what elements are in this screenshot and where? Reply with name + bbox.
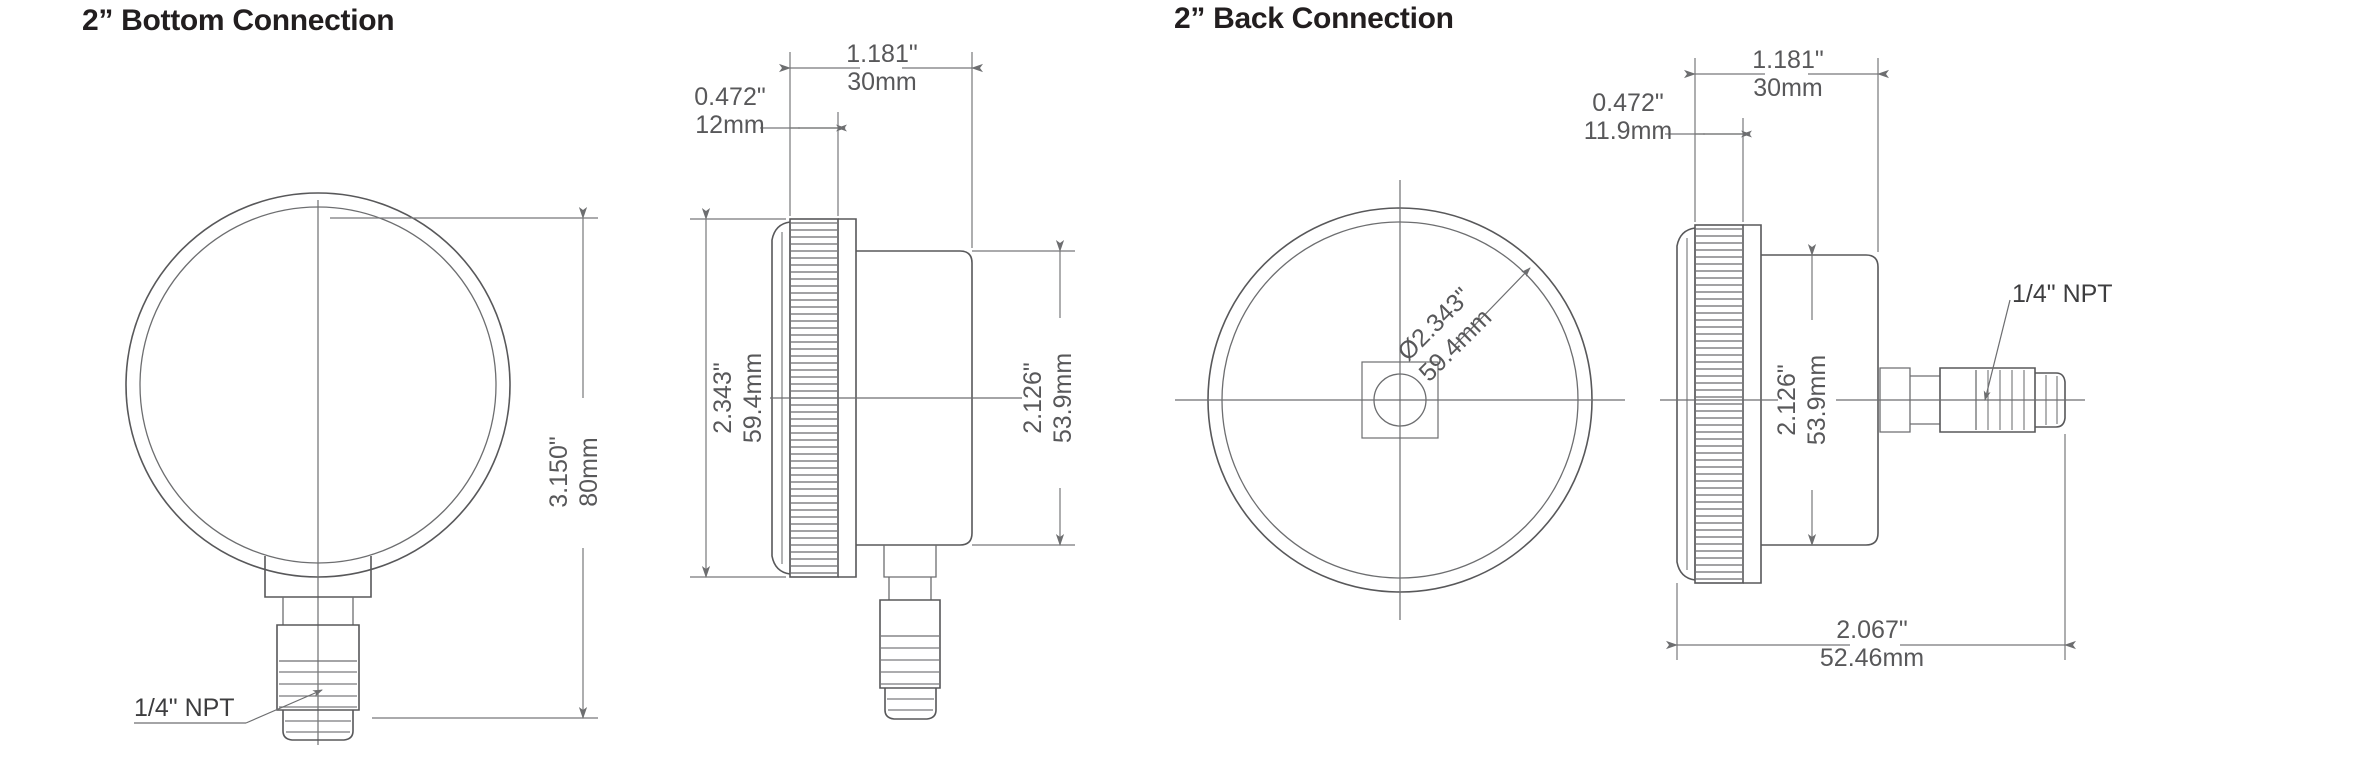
stem-thread-lines-2 [887,698,934,711]
center-bore-circle [1373,373,1427,427]
dim-overall-height-inch: 3.150" [545,436,573,507]
stem-hex [879,599,941,689]
dim-bezel-thickness-inch: 0.472" [694,83,765,111]
dim-text-mask-2 [712,318,770,488]
dim-case-diameter-inch-2: 2.126" [1773,364,1801,435]
dia-leader-tail [1454,323,1477,346]
dim-case-diameter-inch: 2.126" [1019,362,1047,433]
front-view-back-connection: Ø2.343" 59.4mm [1175,180,1625,620]
stem-thread-lines [881,647,939,685]
dim-bezel-thickness-mm-2: 11.9mm [1584,117,1672,145]
stem-thread-end [884,688,937,720]
dim-overall-length-inch: 2.067" [1836,616,1907,644]
back-stem-hex [1939,367,2036,433]
bezel-shoulder-2 [1743,224,1762,584]
dim-case-depth-inch: 1.181" [846,40,917,68]
knurl-ticks-2 [1696,228,1742,580]
panel-title-bottom-connection: 2” Bottom Connection [82,4,395,37]
npt-leader-line-2 [1983,299,2011,401]
dim-text-mask-3 [1022,318,1080,488]
stem-neck [888,577,932,600]
dim-text-mask-1 [546,398,602,548]
dim-bezel-thickness-inch-2: 0.472" [1592,89,1663,117]
side-view-bottom-connection: 1.181" 30mm 0.472" 12mm 2.343" 59.4mm 2.… [690,40,1080,720]
back-stem-neck [1910,375,1940,425]
panel-title-back-connection: 2” Back Connection [1174,2,1454,35]
dim-overall-height-mm: 80mm [575,437,603,506]
dim-bezel-thickness-mm: 12mm [695,111,764,139]
thread-lines-lower [285,720,351,733]
dia-leader-line [1469,267,1531,331]
dim-text-mask-4 [1778,320,1836,490]
connection-flange [264,556,372,598]
connection-neck [282,597,354,625]
dim-overall-length-mm: 52.46mm [1820,644,1924,672]
front-view-bottom-connection: 1/4" NPT 3.150" 80mm [125,192,603,745]
thread-lines [279,671,357,708]
center-square-boss [1361,361,1439,439]
dim-bezel-diameter-mm: 59.4mm [739,353,767,443]
dim-bezel-diameter-inch: 2.343" [709,362,737,433]
bezel-front-profile-2 [1676,227,1696,581]
dim-case-depth-mm-2: 30mm [1753,74,1822,102]
stem-flange [883,545,937,578]
knurl-ticks [791,222,837,574]
npt-callout-bottom: 1/4" NPT [134,694,235,722]
dim-case-diameter-mm: 53.9mm [1049,353,1077,443]
thread-end [282,710,354,741]
side-view-back-connection: 1.181" 30mm 0.472" 11.9mm 2.126" 53.9mm … [1584,46,2113,672]
dim-case-depth-inch-2: 1.181" [1752,46,1823,74]
knurled-bezel-2 [1694,224,1744,584]
dim-case-depth-mm: 30mm [847,68,916,96]
npt-callout-back: 1/4" NPT [2012,280,2113,308]
back-stem-flange [1879,367,1911,433]
npt-leader-line [245,689,323,724]
hex-body [276,624,360,711]
dim-case-diameter-mm-2: 53.9mm [1803,355,1831,445]
